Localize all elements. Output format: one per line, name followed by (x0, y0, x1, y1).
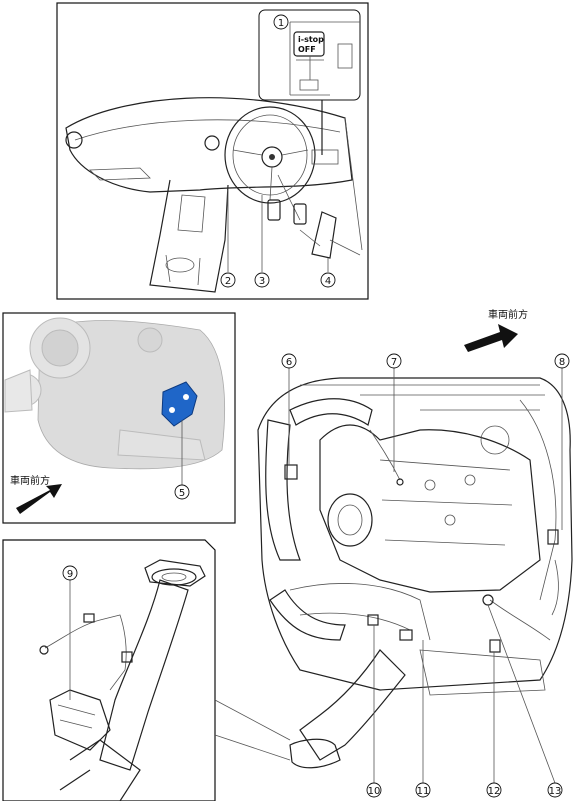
svg-text:10: 10 (368, 786, 381, 797)
engine-view: 車両前方 (257, 308, 573, 798)
svg-text:12: 12 (488, 786, 501, 797)
svg-text:1: 1 (278, 18, 284, 29)
switch-label-line2: OFF (298, 45, 316, 54)
callout-5: 5 (174, 420, 190, 500)
svg-text:7: 7 (391, 357, 397, 368)
exhaust-panel: 9 (2, 539, 291, 801)
svg-text:6: 6 (286, 357, 292, 368)
svg-text:4: 4 (325, 276, 331, 287)
callout-2: 2 (220, 190, 236, 288)
callout-6: 6 (281, 353, 297, 465)
svg-text:8: 8 (559, 357, 565, 368)
callout-1: 1 (273, 14, 289, 30)
callout-12: 12 (486, 652, 502, 798)
svg-text:5: 5 (179, 488, 185, 499)
callout-4: 4 (320, 258, 336, 288)
switch-label-line1: i-stop (298, 35, 324, 44)
svg-text:9: 9 (67, 569, 73, 580)
neutral-switch (161, 381, 198, 427)
callout-8: 8 (554, 353, 570, 530)
front-direction-arrow-right: 車両前方 (464, 308, 528, 352)
callout-11: 11 (415, 640, 431, 798)
svg-text:3: 3 (259, 276, 265, 287)
svg-text:13: 13 (549, 786, 562, 797)
callout-13: 13 (487, 604, 563, 798)
callout-10: 10 (366, 625, 382, 798)
transmission-panel: 車両前方 5 (2, 312, 236, 524)
callout-7: 7 (386, 353, 402, 472)
svg-text:11: 11 (417, 786, 430, 797)
callout-3: 3 (254, 195, 270, 288)
cockpit-panel: i-stop OFF 1 2 3 4 (56, 2, 369, 300)
svg-text:2: 2 (225, 276, 231, 287)
direction-label-left: 車両前方 (10, 474, 50, 487)
direction-label-right: 車両前方 (488, 308, 528, 321)
callout-9: 9 (62, 565, 78, 700)
front-direction-arrow-left: 車両前方 (10, 474, 62, 514)
